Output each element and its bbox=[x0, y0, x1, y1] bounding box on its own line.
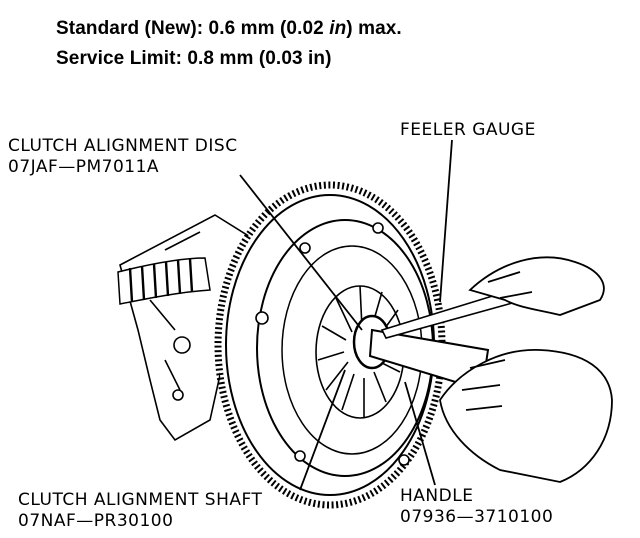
leader-handle bbox=[404, 381, 436, 486]
label-alignment-disc-name: CLUTCH ALIGNMENT DISC bbox=[8, 136, 238, 156]
label-feeler-gauge-name: FEELER GAUGE bbox=[400, 120, 536, 140]
spec-standard-suffix: ) max. bbox=[346, 18, 402, 39]
leader-gauge bbox=[439, 139, 453, 303]
spec-standard: Standard (New): 0.6 mm (0.02 in) max. bbox=[56, 18, 402, 40]
label-alignment-disc-part: 07JAF—PM7011A bbox=[8, 157, 160, 177]
spec-standard-text: Standard (New): 0.6 mm (0.02 bbox=[56, 18, 330, 39]
label-handle-name: HANDLE bbox=[400, 486, 474, 506]
hose bbox=[117, 257, 211, 305]
spec-service-limit: Service Limit: 0.8 mm (0.03 in) bbox=[56, 48, 332, 69]
leader-shaft bbox=[299, 369, 346, 491]
leader-lines bbox=[239, 139, 453, 491]
spec-standard-unit: in bbox=[329, 18, 347, 39]
label-handle-part: 07936—3710100 bbox=[400, 507, 554, 527]
hands bbox=[439, 256, 613, 483]
bolts bbox=[255, 222, 410, 466]
label-alignment-shaft-name: CLUTCH ALIGNMENT SHAFT bbox=[18, 490, 263, 510]
label-feeler-gauge: FEELER GAUGE bbox=[400, 120, 536, 141]
label-alignment-shaft-part: 07NAF—PR30100 bbox=[18, 511, 174, 531]
label-handle: HANDLE 07936—3710100 bbox=[400, 486, 553, 528]
leader-disc bbox=[239, 174, 363, 331]
label-alignment-shaft: CLUTCH ALIGNMENT SHAFT 07NAF—PR30100 bbox=[18, 490, 262, 532]
label-alignment-disc: CLUTCH ALIGNMENT DISC 07JAF—PM7011A bbox=[8, 136, 238, 178]
